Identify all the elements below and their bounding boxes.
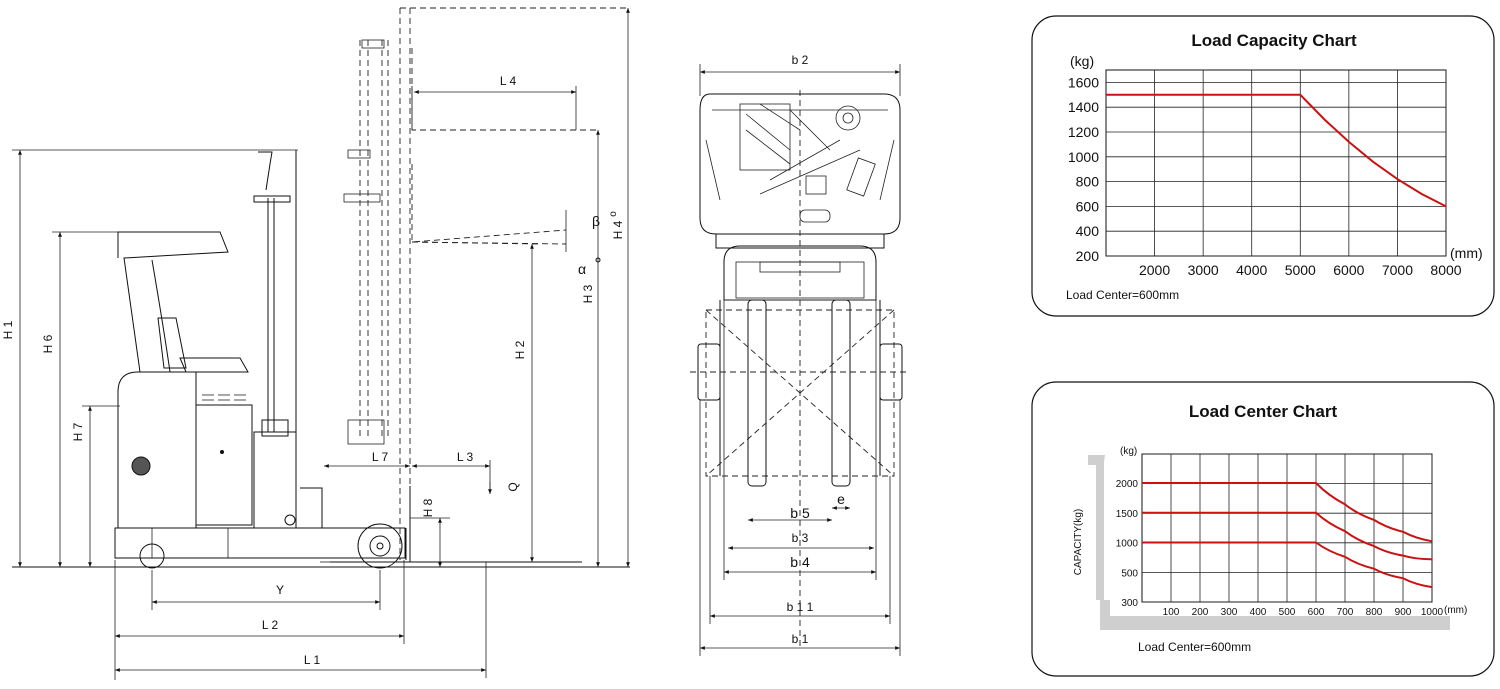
center-series bbox=[1142, 482, 1433, 589]
label-l4: L 4 bbox=[500, 74, 517, 88]
center-x-tick-label: 900 bbox=[1395, 607, 1412, 618]
capacity-x-tick-label: 7000 bbox=[1382, 262, 1413, 278]
capacity-chart-title: Load Capacity Chart bbox=[1191, 31, 1357, 50]
center-series-line bbox=[1142, 482, 1433, 543]
label-l3: L 3 bbox=[457, 450, 474, 464]
center-x-tick-label: 500 bbox=[1279, 607, 1296, 618]
label-y: Y bbox=[276, 583, 284, 597]
side-view-drawing: H 1 H 6 H 7 H 8 H 2 H 3 H 4 o Q L 4 L 3 … bbox=[1, 7, 630, 680]
center-y-axis-label: CAPACITY(kg) bbox=[1073, 509, 1084, 576]
label-l2: L 2 bbox=[262, 618, 279, 632]
center-y-tick-label: 300 bbox=[1121, 598, 1138, 609]
capacity-x-unit: (mm) bbox=[1450, 245, 1483, 261]
center-x-tick-label: 1000 bbox=[1421, 607, 1444, 618]
capacity-ticks: 2000 3000 4000 5000 6000 7000 8000 200 400 600 800… bbox=[1068, 74, 1462, 278]
capacity-y-tick-label: 1000 bbox=[1068, 149, 1099, 165]
label-alpha: α bbox=[578, 261, 586, 277]
top-view-drawing: b 2 b 5 b 3 b 4 b 1 1 b 1 e bbox=[690, 53, 910, 656]
capacity-x-tick-label: 2000 bbox=[1139, 262, 1170, 278]
center-x-tick-label: 800 bbox=[1366, 607, 1383, 618]
capacity-y-tick-label: 600 bbox=[1076, 198, 1100, 214]
center-x-tick-label: 600 bbox=[1308, 607, 1325, 618]
overhead-guard bbox=[117, 231, 229, 373]
capacity-y-tick-label: 1200 bbox=[1068, 124, 1099, 140]
center-x-tick-label: 300 bbox=[1221, 607, 1238, 618]
label-h3: H 3 bbox=[581, 284, 595, 303]
reach-carriage bbox=[253, 431, 297, 529]
center-series-line bbox=[1142, 541, 1433, 589]
load-capacity-chart-panel: Load Capacity Chart (kg) (mm) Load Cente… bbox=[1031, 15, 1495, 317]
label-b4: b 4 bbox=[790, 554, 810, 570]
capacity-y-tick-label: 200 bbox=[1076, 248, 1100, 264]
label-h4-sup: o bbox=[608, 211, 619, 217]
center-footnote: Load Center=600mm bbox=[1138, 640, 1251, 654]
emergency-stop-icon bbox=[131, 456, 151, 476]
load-center-chart-panel: Load Center Chart (kg) (mm) CAPACITY(kg)… bbox=[1031, 381, 1495, 677]
center-series-line bbox=[1142, 511, 1433, 561]
label-h2: H 2 bbox=[513, 340, 527, 359]
label-b11: b 1 1 bbox=[787, 600, 814, 614]
center-x-tick-label: 700 bbox=[1337, 607, 1354, 618]
center-x-tick-label: 200 bbox=[1192, 607, 1209, 618]
label-b2: b 2 bbox=[792, 53, 809, 67]
capacity-series-line bbox=[1106, 93, 1447, 208]
center-x-tick-label: 400 bbox=[1250, 607, 1267, 618]
label-h7: H 7 bbox=[71, 422, 85, 441]
capacity-series bbox=[1106, 93, 1447, 208]
center-y-tick-label: 1500 bbox=[1116, 509, 1139, 520]
capacity-chart-frame bbox=[1031, 15, 1495, 317]
center-y-tick-label: 2000 bbox=[1116, 479, 1139, 490]
center-y-tick-label: 500 bbox=[1121, 568, 1138, 579]
capacity-y-tick-label: 1600 bbox=[1068, 74, 1099, 90]
capacity-grid bbox=[1105, 69, 1447, 257]
capacity-x-tick-label: 5000 bbox=[1285, 262, 1316, 278]
load-wheel bbox=[357, 523, 403, 569]
capacity-x-tick-label: 6000 bbox=[1333, 262, 1364, 278]
capacity-y-unit: (kg) bbox=[1070, 53, 1094, 69]
label-q: Q bbox=[506, 482, 520, 491]
chassis bbox=[114, 527, 406, 559]
center-ticks: 100 200 300 400 500 600 700 800 900 1000 300 500 100… bbox=[1116, 479, 1444, 618]
capacity-footnote: Load Center=600mm bbox=[1066, 288, 1179, 302]
label-l7: L 7 bbox=[372, 450, 389, 464]
center-x-tick-label: 100 bbox=[1163, 607, 1180, 618]
label-e: e bbox=[837, 491, 845, 507]
label-l1: L 1 bbox=[304, 653, 321, 667]
label-b3: b 3 bbox=[792, 531, 809, 545]
battery-compartment bbox=[195, 404, 253, 526]
label-b1: b 1 bbox=[792, 632, 809, 646]
label-h1: H 1 bbox=[1, 320, 15, 339]
center-y-tick-label: 1000 bbox=[1116, 539, 1139, 550]
capacity-x-tick-label: 8000 bbox=[1430, 262, 1461, 278]
label-h8: H 8 bbox=[421, 498, 435, 517]
label-h4: H 4 bbox=[611, 220, 625, 239]
capacity-y-tick-label: 400 bbox=[1076, 223, 1100, 239]
label-h6: H 6 bbox=[41, 334, 55, 353]
center-chart-title: Load Center Chart bbox=[1189, 402, 1338, 421]
capacity-x-tick-label: 4000 bbox=[1236, 262, 1267, 278]
label-b5: b 5 bbox=[790, 505, 810, 521]
center-x-unit: (mm) bbox=[1444, 605, 1467, 616]
truck-body bbox=[117, 371, 197, 528]
capacity-y-tick-label: 1400 bbox=[1068, 99, 1099, 115]
right-fork bbox=[831, 299, 851, 487]
capacity-x-tick-label: 3000 bbox=[1188, 262, 1219, 278]
capacity-y-tick-label: 800 bbox=[1076, 174, 1100, 190]
drive-wheel bbox=[139, 543, 165, 569]
label-beta: β bbox=[592, 213, 600, 229]
left-fork bbox=[747, 299, 767, 487]
center-y-unit: (kg) bbox=[1120, 446, 1137, 457]
